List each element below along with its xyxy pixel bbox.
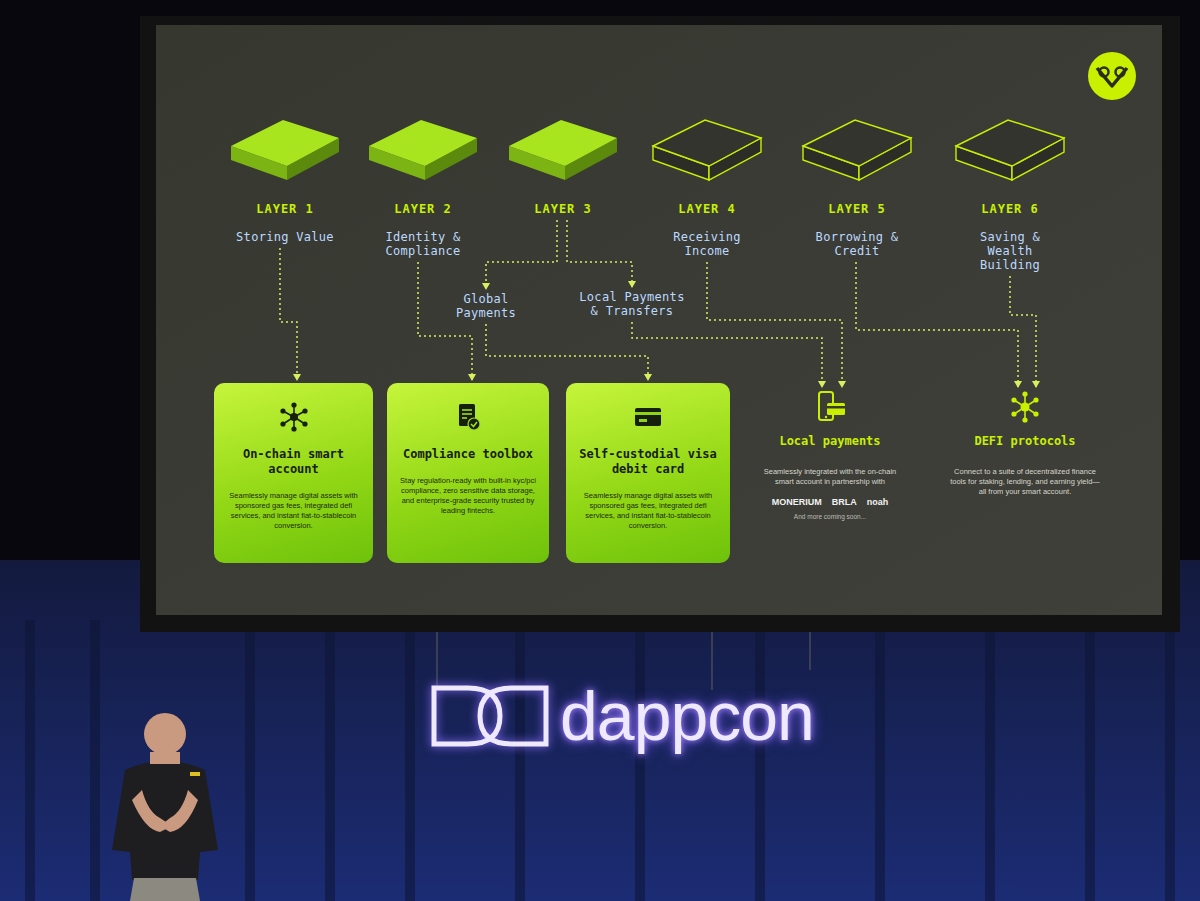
dotted-connector [418, 262, 472, 380]
compliance-icon [452, 401, 484, 433]
speaker [112, 713, 218, 901]
layer-block: LAYER 4 Receiving Income [632, 112, 782, 258]
layer-subtitle: Storing Value [235, 230, 335, 244]
layer-tile [647, 112, 767, 190]
layer-tile [503, 112, 623, 190]
local-payments-icon [813, 390, 847, 424]
dotted-connector [707, 262, 842, 387]
feature-card: Compliance toolboxStay regulation-ready … [387, 383, 549, 563]
layer-heading: LAYER 1 [210, 202, 360, 216]
branch-node: Global Payments [438, 292, 534, 320]
layer-subtitle: Identity & Compliance [373, 230, 473, 258]
curtain-folds [30, 620, 1170, 901]
dotted-connector [567, 220, 632, 287]
dotted-connector [486, 324, 648, 380]
feature-block: Local paymentsSeamlessly integrated with… [745, 390, 915, 520]
feature-title: DEFI protocols [940, 434, 1110, 449]
layer-tile [950, 112, 1070, 190]
card-title: Compliance toolbox [399, 447, 537, 462]
layer-heading: LAYER 6 [935, 202, 1085, 216]
partner-row: MONERIUM BRLA noah [745, 497, 915, 507]
card-body: Seamlessly manage digital assets with sp… [578, 491, 718, 531]
slide [156, 25, 1162, 615]
feature-body: Seamlessly integrated with the on-chain … [755, 467, 905, 487]
dotted-connector [632, 322, 822, 387]
dotted-connector [280, 248, 297, 380]
branch-label: Local Payments & Transfers [572, 290, 692, 318]
layer-block: LAYER 2 Identity & Compliance [348, 112, 498, 258]
feature-body: Connect to a suite of decentralized fina… [950, 467, 1100, 497]
layer-block: LAYER 5 Borrowing & Credit [782, 112, 932, 258]
feature-block: DEFI protocolsConnect to a suite of dece… [940, 390, 1110, 497]
dotted-connector [1010, 276, 1036, 387]
card-body: Stay regulation-ready with built-in kyc/… [399, 476, 537, 516]
layer-subtitle: Receiving Income [657, 230, 757, 258]
partner-logo: MONERIUM [772, 497, 822, 507]
branch-node: Local Payments & Transfers [572, 290, 692, 318]
layer-block: LAYER 3 [488, 112, 638, 216]
card-title: Self-custodial visa debit card [578, 447, 718, 477]
layer-heading: LAYER 5 [782, 202, 932, 216]
feature-card: On-chain smart accountSeamlessly manage … [214, 383, 373, 563]
screen-frame [140, 16, 1180, 632]
card-body: Seamlessly manage digital assets with sp… [226, 491, 361, 531]
branch-label: Global Payments [438, 292, 534, 320]
card-icon [632, 401, 664, 433]
feature-title: Local payments [745, 434, 915, 449]
dappcon-icon [434, 688, 546, 744]
logo-wordmark: dappcon [560, 680, 814, 752]
layer-tile [797, 112, 917, 190]
card-title: On-chain smart account [226, 447, 361, 477]
layer-tile [225, 112, 345, 190]
gnosis-logo [1088, 52, 1136, 100]
layer-heading: LAYER 2 [348, 202, 498, 216]
coming-soon: And more coming soon... [745, 513, 915, 520]
layer-block: LAYER 1 Storing Value [210, 112, 360, 244]
layer-heading: LAYER 3 [488, 202, 638, 216]
dotted-connector [486, 220, 557, 289]
layer-block: LAYER 6 Saving & Wealth Building [935, 112, 1085, 272]
layer-subtitle: Borrowing & Credit [807, 230, 907, 258]
partner-logo: noah [867, 497, 889, 507]
feature-card: Self-custodial visa debit cardSeamlessly… [566, 383, 730, 563]
partner-logo: BRLA [832, 497, 857, 507]
dotted-connector [856, 262, 1018, 387]
layer-heading: LAYER 4 [632, 202, 782, 216]
account-icon [278, 401, 310, 433]
layer-tile [363, 112, 483, 190]
layer-subtitle: Saving & Wealth Building [960, 230, 1060, 272]
defi-icon [1008, 390, 1042, 424]
